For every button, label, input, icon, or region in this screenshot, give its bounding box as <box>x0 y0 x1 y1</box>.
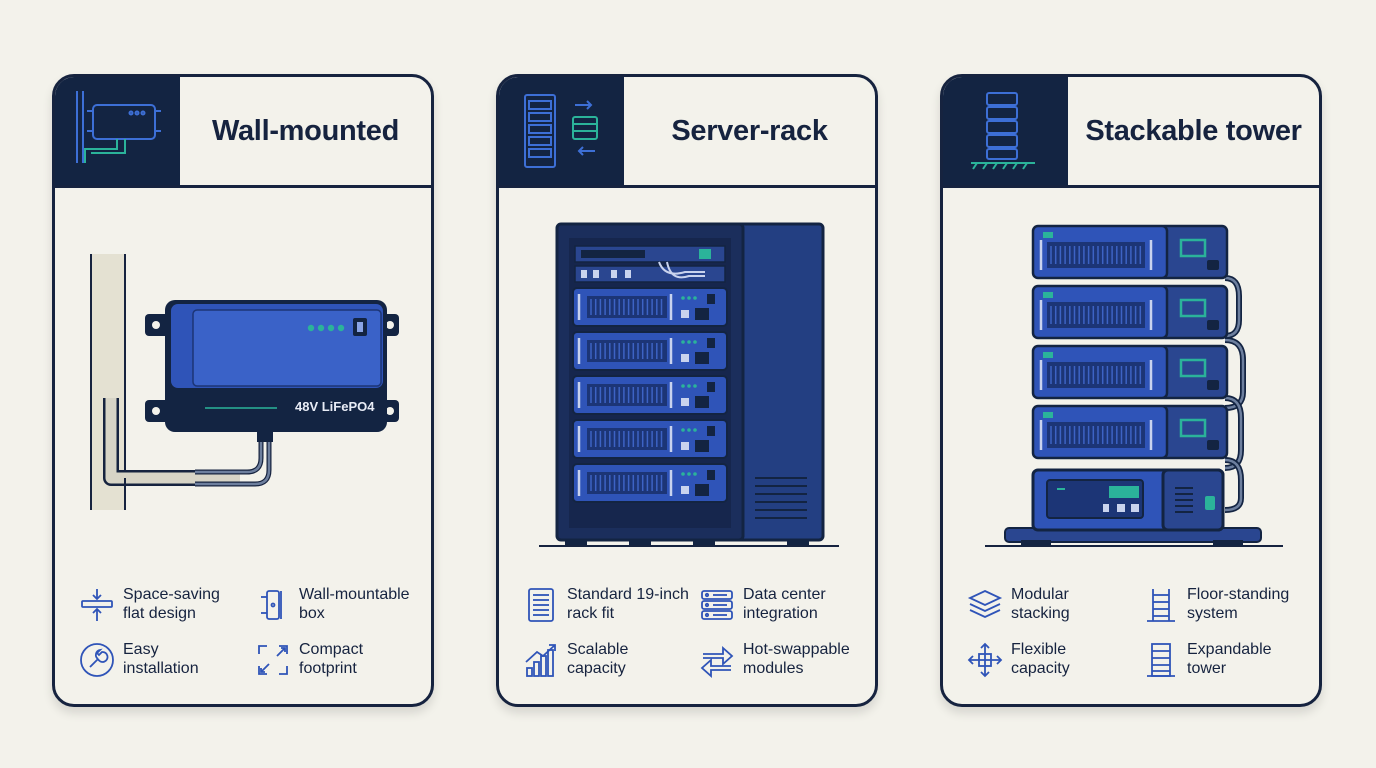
rack-icon <box>528 588 554 622</box>
card-title: Wall-mounted <box>211 114 400 147</box>
server-rack-illustration <box>499 188 875 558</box>
feature-item: Floor-standing system <box>1143 585 1315 629</box>
feature-list: Standard 19-inch rack fit Data center in… <box>499 573 875 683</box>
wall-box-icon <box>55 77 180 185</box>
growth-chart-icon <box>525 644 556 677</box>
feature-item: Modular stacking <box>967 585 1139 629</box>
feature-label: Standard 19-inch rack fit <box>567 586 689 622</box>
tower-battery-module <box>1031 284 1229 340</box>
feature-label: Flexible capacity <box>1011 641 1070 677</box>
stackable-tower-illustration <box>943 188 1319 558</box>
feature-list: Modular stacking Floor-standing system F… <box>943 573 1319 683</box>
card-server-rack: Server-rack <box>496 74 878 707</box>
wall-box-icon <box>261 590 282 620</box>
flat-design-icon <box>81 589 113 621</box>
card-title: Server-rack <box>671 114 828 147</box>
feature-label: Hot-swappable modules <box>743 641 850 677</box>
feature-label: Easy installation <box>123 641 199 677</box>
card-wall-mounted: Wall-mounted <box>52 74 434 707</box>
feature-label: Floor-standing system <box>1187 586 1290 622</box>
feature-item: Standard 19-inch rack fit <box>523 585 695 629</box>
wrench-icon <box>80 643 114 677</box>
swap-arrows-icon <box>700 645 734 678</box>
feature-label: Scalable capacity <box>567 641 629 677</box>
card-header: Server-rack <box>499 77 875 188</box>
expandable-tower-icon <box>1147 643 1175 677</box>
feature-label: Space-saving flat design <box>123 586 220 622</box>
tower-icon <box>943 77 1068 185</box>
server-rack-icon <box>499 77 624 185</box>
feature-item: Expandable tower <box>1143 640 1315 684</box>
rack-battery-module <box>572 463 728 503</box>
card-stackable-tower: Stackable tower <box>940 74 1322 707</box>
tower-battery-module <box>1031 224 1229 280</box>
feature-label: Data center integration <box>743 586 826 622</box>
wall-mounted-illustration <box>55 188 431 558</box>
compact-arrows-icon <box>258 645 288 675</box>
feature-label: Modular stacking <box>1011 586 1070 622</box>
feature-item: Space-saving flat design <box>79 585 251 629</box>
rack-battery-module <box>572 419 728 459</box>
card-header: Stackable tower <box>943 77 1319 188</box>
feature-label: Wall-mountable box <box>299 586 410 622</box>
card-header: Wall-mounted <box>55 77 431 188</box>
rack-battery-module <box>572 375 728 415</box>
move-arrows-icon <box>967 642 1003 678</box>
tower-battery-module <box>1031 404 1229 460</box>
layers-icon <box>967 590 1003 618</box>
feature-item: Data center integration <box>699 585 871 629</box>
feature-item: Wall-mountable box <box>255 585 427 629</box>
feature-list: Space-saving flat design Wall-mountable … <box>55 573 431 683</box>
feature-item: Scalable capacity <box>523 640 695 684</box>
feature-item: Flexible capacity <box>967 640 1139 684</box>
server-stack-icon <box>701 590 733 620</box>
feature-label: Compact footprint <box>299 641 364 677</box>
ladder-tower-icon <box>1147 589 1175 622</box>
feature-label: Expandable tower <box>1187 641 1272 677</box>
feature-item: Easy installation <box>79 640 251 684</box>
feature-item: Compact footprint <box>255 640 427 684</box>
device-label: 48V LiFePO4 <box>295 399 375 414</box>
feature-item: Hot-swappable modules <box>699 640 871 684</box>
rack-battery-module <box>572 287 728 327</box>
card-title: Stackable tower <box>1085 114 1302 147</box>
rack-battery-module <box>572 331 728 371</box>
tower-battery-module <box>1031 344 1229 400</box>
